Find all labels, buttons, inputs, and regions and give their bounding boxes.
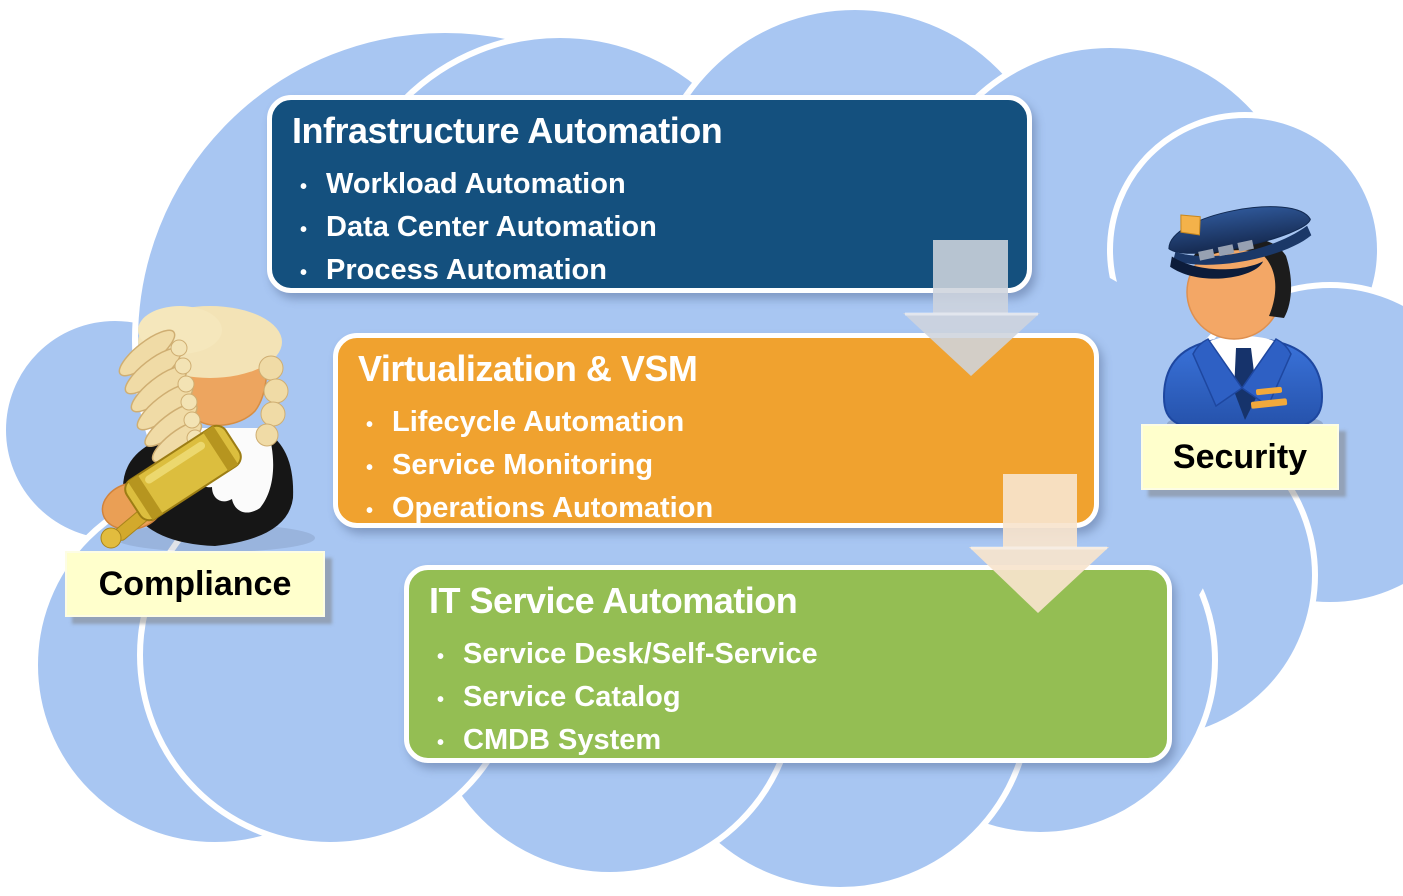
icon-shadow bbox=[115, 524, 315, 552]
bullet-item: • Data Center Automation bbox=[300, 207, 1017, 250]
bullet-text: Data Center Automation bbox=[326, 211, 657, 243]
bullet-dot-icon: • bbox=[366, 500, 374, 522]
officer-chest-bar bbox=[1255, 386, 1283, 396]
bullet-text: Lifecycle Automation bbox=[392, 406, 685, 438]
box-title: Virtualization & VSM bbox=[358, 348, 698, 389]
officer-face bbox=[1186, 244, 1282, 340]
bullet-list: • Service Desk/Self-Service • Service Cata… bbox=[437, 634, 1157, 763]
judge-hand bbox=[101, 481, 165, 531]
bullet-dot-icon: • bbox=[366, 414, 374, 436]
bullet-item: • Operations Automation bbox=[366, 488, 1084, 531]
bullet-dot-icon: • bbox=[300, 219, 308, 241]
judge-robe bbox=[123, 431, 294, 546]
officer-chest-bar bbox=[1250, 398, 1288, 409]
judge-jabot bbox=[197, 428, 274, 513]
bullet-list: • Lifecycle Automation • Service Monitorin… bbox=[366, 402, 1084, 531]
judge-gavel-icon bbox=[100, 306, 315, 552]
cloud-bump bbox=[0, 315, 230, 545]
officer-lapel bbox=[1192, 338, 1244, 408]
bullet-item: • Service Desk/Self-Service bbox=[437, 634, 1157, 677]
cloud-bump bbox=[32, 482, 398, 848]
cap-badge-icon bbox=[1180, 214, 1201, 236]
box-virtualization-vsm: Virtualization & VSM • Lifecycle Automati… bbox=[333, 333, 1099, 528]
officer-hair bbox=[1190, 236, 1292, 318]
officer-ear bbox=[1270, 291, 1288, 309]
cloud-bump bbox=[1107, 112, 1383, 388]
bullet-item: • Service Monitoring bbox=[366, 445, 1084, 488]
bullet-text: Operations Automation bbox=[392, 492, 714, 524]
bullet-text: Workload Automation bbox=[326, 168, 626, 200]
bullet-item: • Lifecycle Automation bbox=[366, 402, 1084, 445]
bullet-list: • Workload Automation • Data Center Automa… bbox=[300, 164, 1017, 293]
bullet-dot-icon: • bbox=[437, 646, 445, 668]
bullet-dot-icon: • bbox=[437, 732, 445, 754]
bullet-text: Service Catalog bbox=[463, 681, 681, 713]
judge-wig bbox=[118, 306, 289, 465]
bullet-dot-icon: • bbox=[300, 262, 308, 284]
box-it-service-automation: IT Service Automation • Service Desk/Self… bbox=[404, 565, 1172, 763]
officer-jacket bbox=[1162, 336, 1324, 434]
bullet-dot-icon: • bbox=[300, 176, 308, 198]
officer-lapel bbox=[1240, 338, 1292, 408]
compliance-label: Compliance bbox=[65, 551, 325, 617]
compliance-label-text: Compliance bbox=[98, 564, 292, 603]
bullet-dot-icon: • bbox=[366, 457, 374, 479]
box-infrastructure-automation: Infrastructure Automation • Workload Auto… bbox=[267, 95, 1032, 293]
bullet-item: • Process Automation bbox=[300, 250, 1017, 293]
box-title: IT Service Automation bbox=[429, 580, 798, 621]
box-title: Infrastructure Automation bbox=[292, 110, 723, 151]
officer-tie bbox=[1234, 348, 1257, 420]
officer-shirt bbox=[1208, 336, 1276, 388]
bullet-item: • Service Catalog bbox=[437, 677, 1157, 720]
bullet-dot-icon: • bbox=[437, 689, 445, 711]
bullet-text: CMDB System bbox=[463, 724, 662, 756]
police-officer-icon bbox=[1162, 206, 1324, 436]
bullet-text: Process Automation bbox=[326, 254, 607, 286]
bullet-item: • CMDB System bbox=[437, 720, 1157, 763]
judge-face bbox=[186, 331, 268, 427]
bullet-text: Service Monitoring bbox=[392, 449, 654, 481]
bullet-text: Service Desk/Self-Service bbox=[463, 638, 818, 670]
security-label: Security bbox=[1141, 424, 1339, 490]
officer-cap bbox=[1168, 206, 1312, 279]
gavel-icon bbox=[100, 424, 242, 549]
bullet-item: • Workload Automation bbox=[300, 164, 1017, 207]
security-label-text: Security bbox=[1172, 437, 1308, 476]
